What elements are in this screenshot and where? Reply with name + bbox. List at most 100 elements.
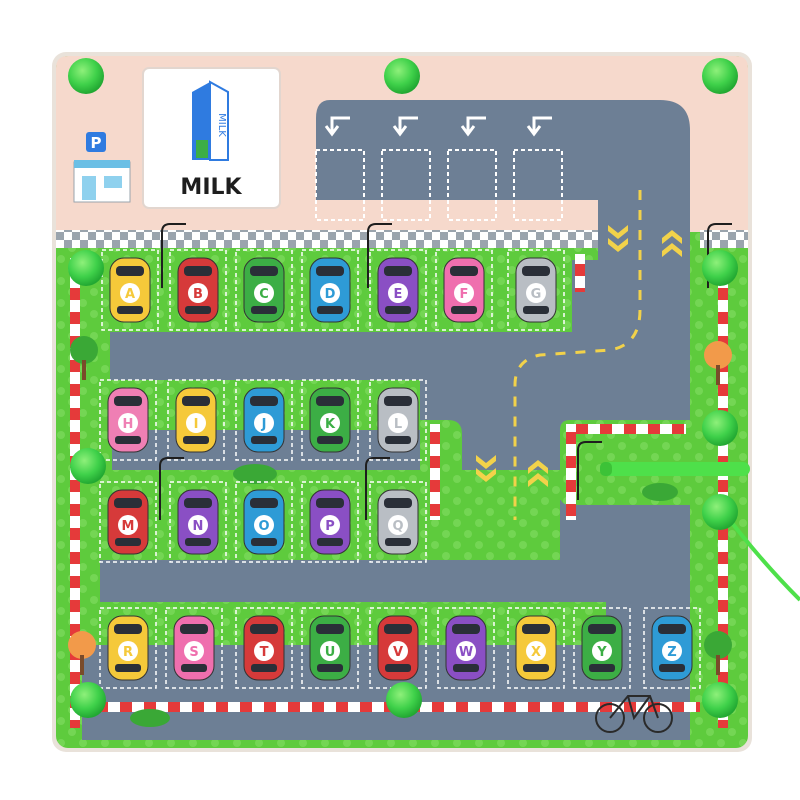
car-letter-badge	[526, 641, 546, 661]
car-piece-x[interactable]: X	[507, 607, 565, 689]
parking-bay	[235, 249, 293, 331]
milk-carton-icon: MILK	[192, 80, 229, 161]
parking-bay	[643, 607, 701, 689]
parking-bay	[235, 481, 293, 563]
knob-icon	[702, 250, 738, 286]
car-letter: P	[325, 519, 335, 534]
car-piece-w[interactable]: W	[437, 607, 495, 689]
checker-strip-right	[700, 230, 748, 248]
car-letter: J	[261, 417, 267, 432]
car-piece-a[interactable]: A	[101, 249, 159, 331]
knob-icon	[68, 58, 104, 94]
car-piece-y[interactable]: Y	[573, 607, 631, 689]
car-windshield	[182, 396, 210, 406]
car-piece-o[interactable]: O	[235, 481, 293, 563]
car-rear-window	[185, 538, 211, 546]
car-rear-window	[115, 436, 141, 444]
car-windshield	[658, 624, 686, 634]
car-windshield	[180, 624, 208, 634]
card-label: MILK	[180, 175, 242, 200]
parking-bay	[437, 607, 495, 689]
car-windshield	[384, 498, 412, 508]
car-piece-d[interactable]: D	[301, 249, 359, 331]
car-rear-window	[317, 664, 343, 672]
car-letter: S	[189, 645, 198, 660]
car-letter-badge	[120, 283, 140, 303]
parking-bay	[167, 379, 225, 461]
car-letter: R	[123, 645, 133, 660]
car-letter-badge	[388, 413, 408, 433]
barrier-right-island	[566, 424, 576, 520]
car-letter: L	[394, 417, 402, 432]
car-letter: U	[325, 645, 336, 660]
car-piece-v[interactable]: V	[369, 607, 427, 689]
car-letter: V	[393, 645, 403, 660]
car-piece-l[interactable]: L	[369, 379, 427, 461]
car-windshield	[316, 396, 344, 406]
car-piece-n[interactable]: N	[169, 481, 227, 563]
barrier	[575, 254, 585, 292]
car-windshield	[316, 498, 344, 508]
car-piece-z[interactable]: Z	[643, 607, 701, 689]
car-piece-b[interactable]: B	[169, 249, 227, 331]
car-letter: Q	[392, 519, 403, 534]
chevrons-down-2	[476, 455, 496, 482]
car-rear-window	[317, 306, 343, 314]
street-lamp-icon	[159, 223, 732, 520]
car-piece-u[interactable]: U	[301, 607, 359, 689]
parking-bay	[165, 607, 223, 689]
car-piece-h[interactable]: H	[99, 379, 157, 461]
car-piece-i[interactable]: I	[167, 379, 225, 461]
car-piece-c[interactable]: C	[235, 249, 293, 331]
car-piece-g[interactable]: G	[507, 249, 565, 331]
knob-icon	[702, 410, 738, 446]
car-rear-window	[251, 664, 277, 672]
grass-island-left	[82, 470, 112, 560]
parking-bay	[369, 379, 427, 461]
car-letter: N	[193, 519, 204, 534]
car-piece-k[interactable]: K	[301, 379, 359, 461]
car-piece-s[interactable]: S	[165, 607, 223, 689]
car-letter-badge	[188, 283, 208, 303]
car-rear-window	[185, 306, 211, 314]
car-rear-window	[523, 306, 549, 314]
car-letter-badge	[118, 515, 138, 535]
car-letter: O	[258, 519, 269, 534]
knob-icon	[70, 682, 106, 718]
car-letter: F	[460, 287, 469, 302]
car-piece-p[interactable]: P	[301, 481, 359, 563]
car-rear-window	[251, 538, 277, 546]
parking-bay	[169, 249, 227, 331]
car-piece-t[interactable]: T	[235, 607, 293, 689]
car-letter: Z	[667, 645, 676, 660]
car-letter-badge	[526, 283, 546, 303]
car-letter: G	[531, 287, 542, 302]
car-piece-m[interactable]: M	[99, 481, 157, 563]
car-piece-f[interactable]: F	[435, 249, 493, 331]
car-letter: M	[122, 519, 135, 534]
car-letter: K	[325, 417, 336, 432]
knob-icon	[68, 250, 104, 286]
parking-bay	[369, 249, 427, 331]
car-letter: C	[259, 287, 269, 302]
car-letter-badge	[254, 283, 274, 303]
car-piece-q[interactable]: Q	[369, 481, 427, 563]
car-windshield	[184, 498, 212, 508]
car-letter-badge	[592, 641, 612, 661]
car-piece-j[interactable]: J	[235, 379, 293, 461]
car-letter-badge	[388, 283, 408, 303]
parking-bay	[301, 379, 359, 461]
car-windshield	[250, 396, 278, 406]
parking-bay	[99, 481, 157, 563]
car-windshield	[384, 624, 412, 634]
car-windshield	[384, 396, 412, 406]
car-letter-badge	[186, 413, 206, 433]
parking-bay	[235, 379, 293, 461]
carton-text: MILK	[216, 113, 227, 137]
car-letter: H	[123, 417, 134, 432]
car-windshield	[114, 498, 142, 508]
car-letter-badge	[454, 283, 474, 303]
car-piece-r[interactable]: R	[99, 607, 157, 689]
car-piece-e[interactable]: E	[369, 249, 427, 331]
car-letter: D	[325, 287, 336, 302]
